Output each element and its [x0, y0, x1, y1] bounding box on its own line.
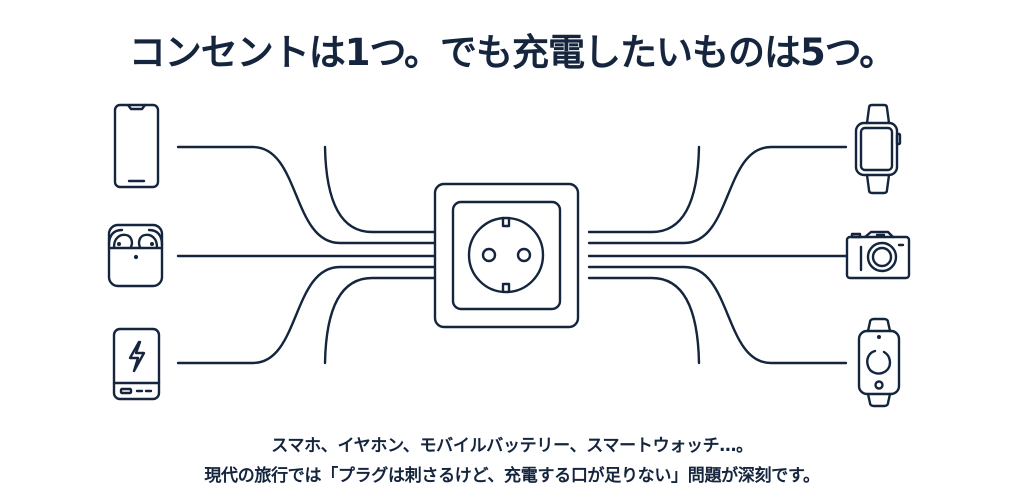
cable-inner-top-right [589, 147, 699, 232]
left-cables [178, 147, 435, 363]
fitness-band-icon [859, 319, 899, 406]
cable-inner-bottom-right [589, 278, 699, 363]
earbuds-case-icon [109, 225, 162, 286]
headline: コンセントは1つ。でも充電したいものは5つ。 [128, 31, 897, 74]
right-cables [589, 147, 846, 363]
cable-fitness-band [589, 267, 846, 363]
cable-inner-bottom-left [325, 278, 435, 363]
cable-power-bank [178, 267, 435, 363]
caption-line-1: スマホ、イヤホン、モバイルバッテリー、スマートウォッチ…。 [271, 436, 753, 456]
smartwatch-icon [856, 105, 900, 193]
cable-smartwatch [589, 147, 846, 243]
power-bank-icon [114, 329, 159, 399]
cable-inner-top-left [325, 147, 435, 232]
cable-smartphone [178, 147, 435, 243]
smartphone-icon [115, 105, 158, 187]
camera-icon [847, 232, 909, 278]
caption-line-2: 現代の旅行では「プラグは刺さるけど、充電する口が足りない」問題が深刻です。 [204, 466, 820, 486]
outlet-icon [435, 184, 578, 327]
